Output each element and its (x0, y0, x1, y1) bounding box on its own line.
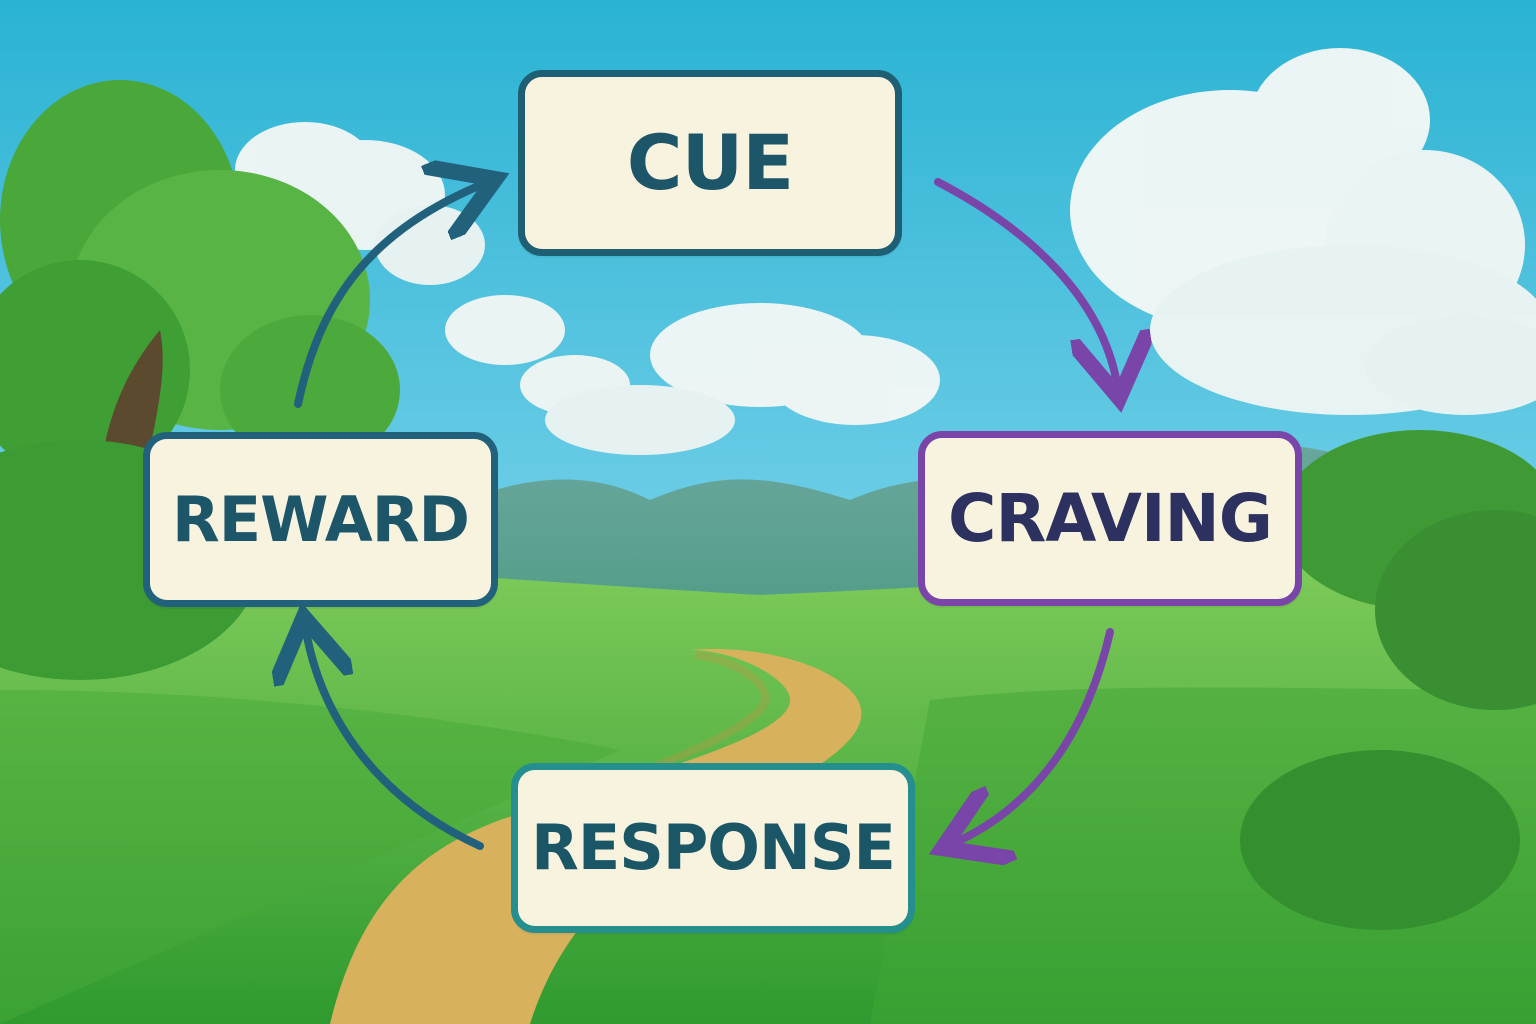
clouds (235, 48, 1536, 455)
response-node: RESPONSE (511, 763, 915, 933)
arrows (298, 182, 1118, 846)
cue-label: CUE (626, 118, 794, 207)
craving-label: CRAVING (948, 479, 1273, 557)
right-bushes (1240, 430, 1536, 930)
reward-label: REWARD (172, 482, 470, 556)
craving-node: CRAVING (918, 431, 1302, 606)
cue-node: CUE (518, 70, 902, 256)
meadow-shade (0, 690, 620, 1024)
reward-node: REWARD (143, 432, 498, 607)
response-label: RESPONSE (531, 811, 896, 884)
